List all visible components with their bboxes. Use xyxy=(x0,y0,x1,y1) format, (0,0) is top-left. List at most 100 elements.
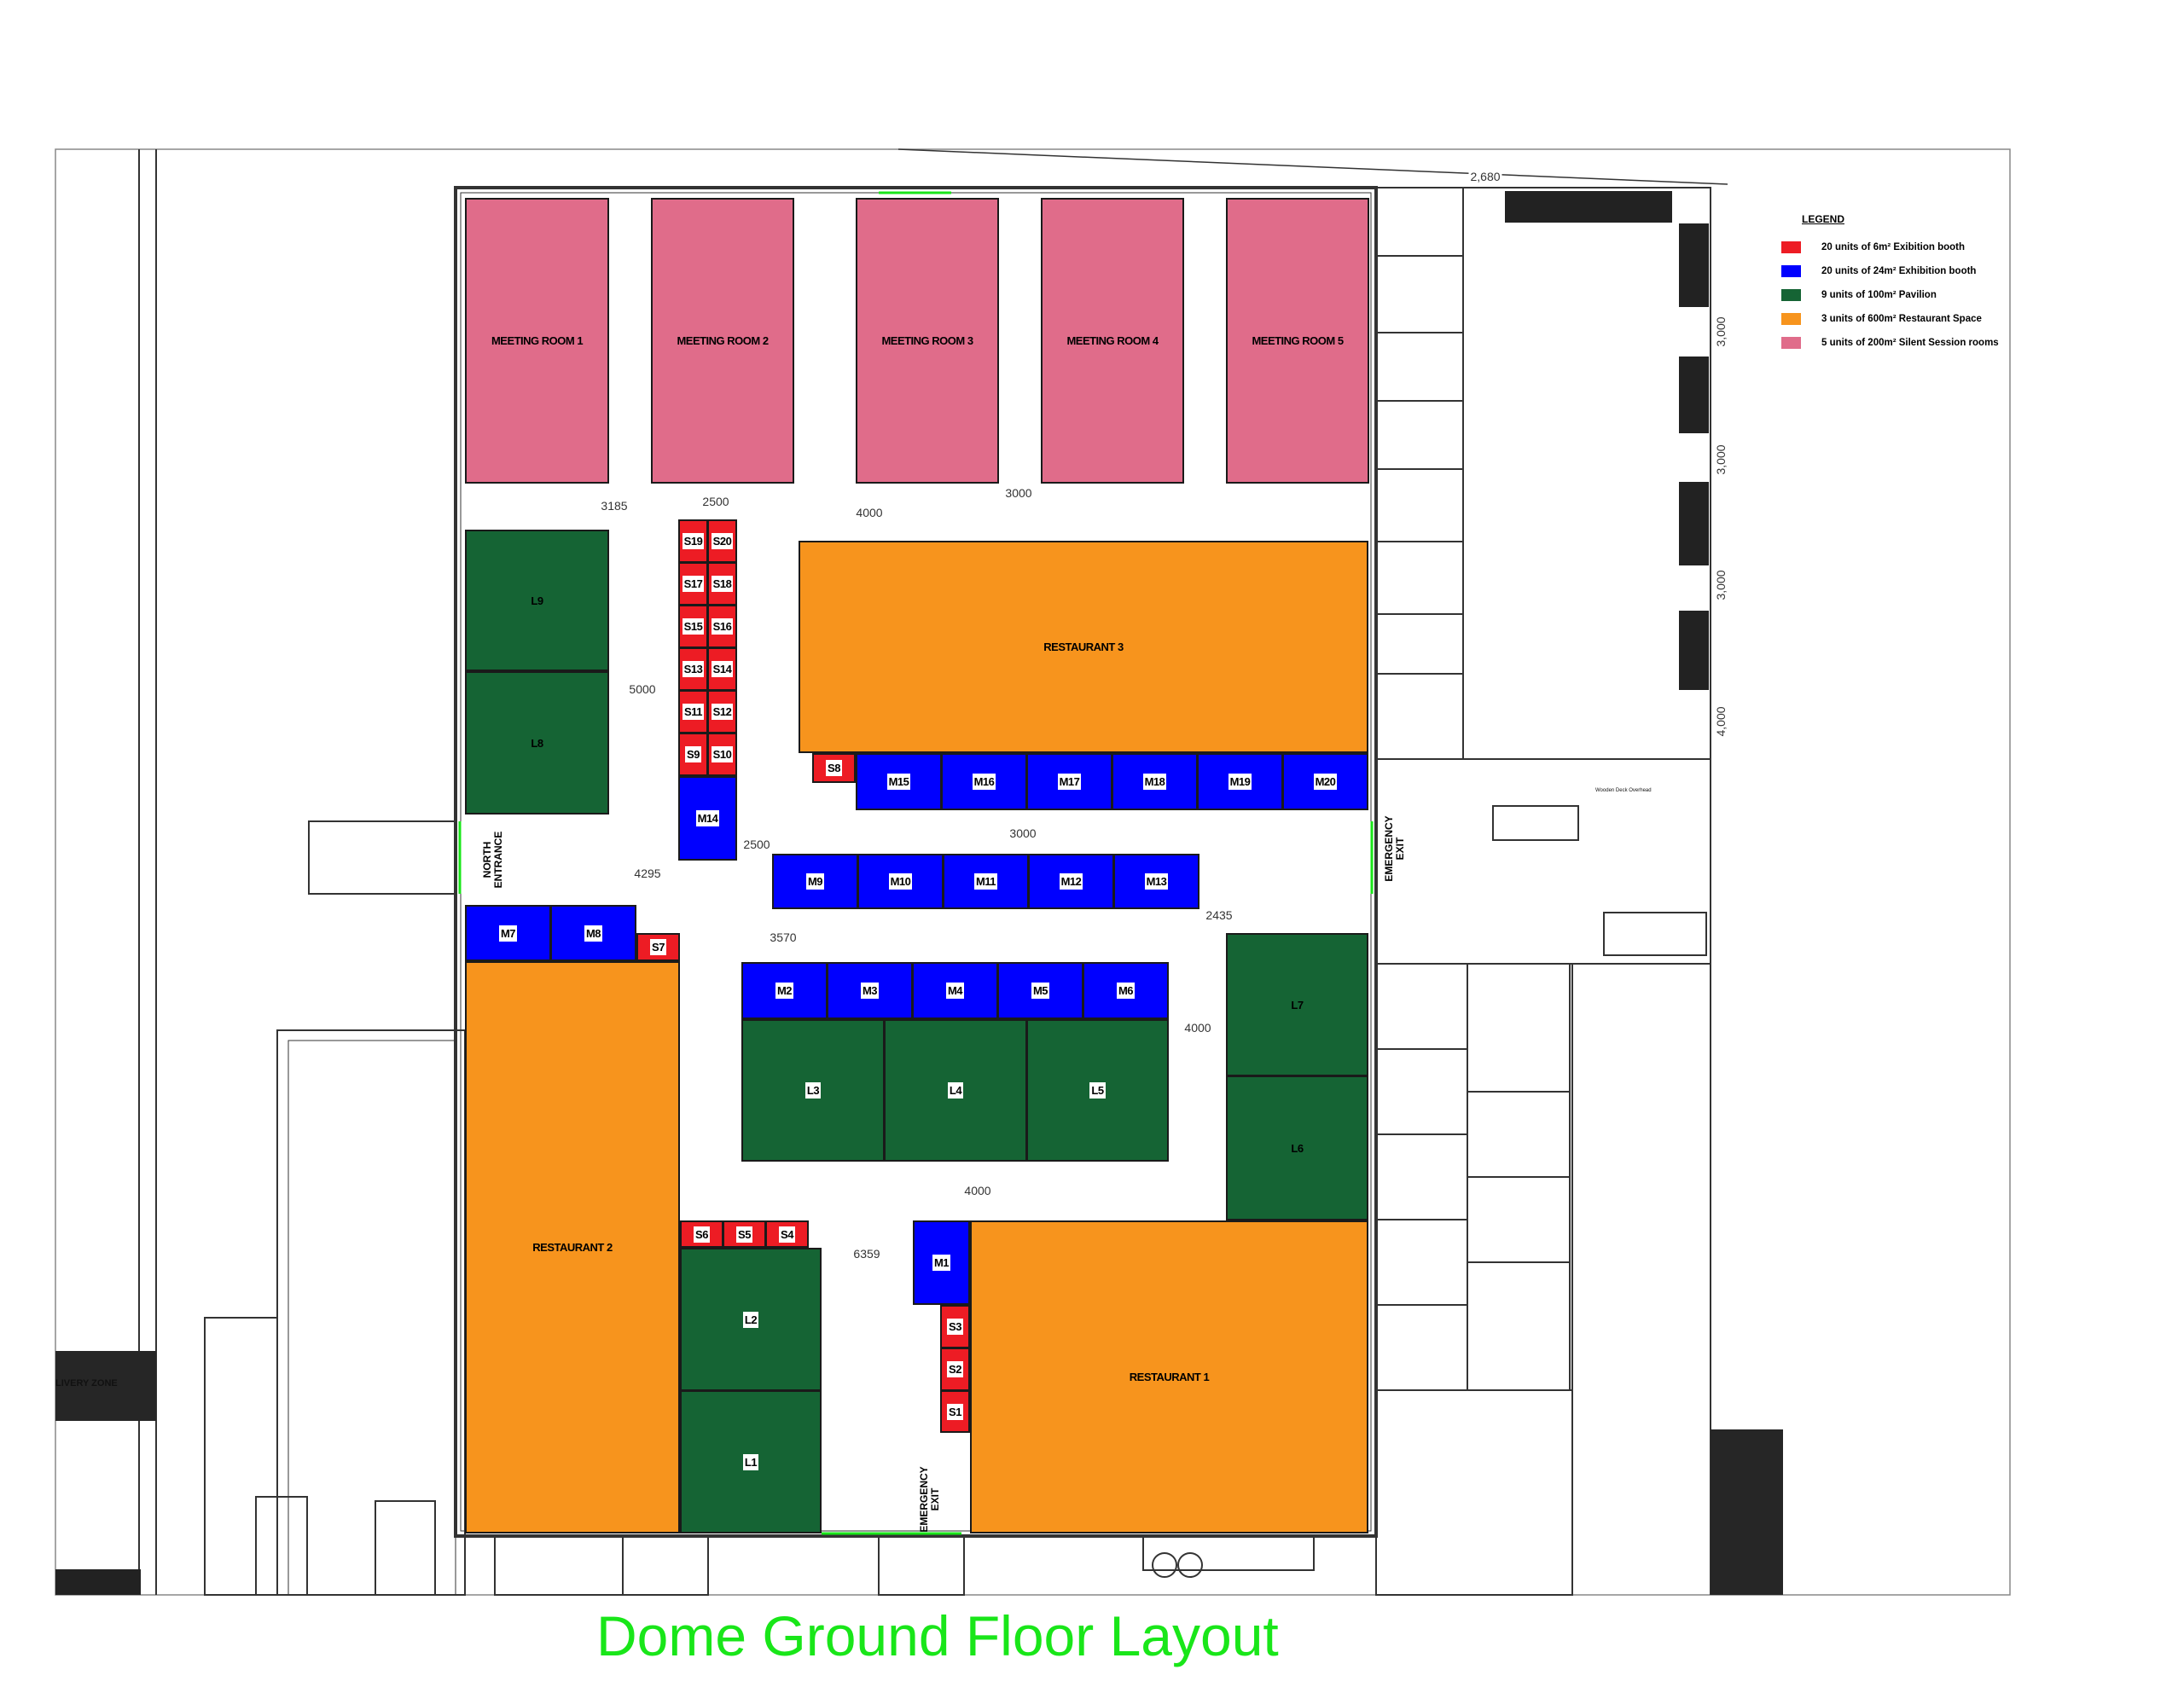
space-label: MEETING ROOM 5 xyxy=(1252,334,1344,347)
large-booth-m7[interactable]: M7 xyxy=(465,905,551,961)
space-label: M5 xyxy=(1031,983,1050,999)
restaurant-r3[interactable]: RESTAURANT 3 xyxy=(799,541,1368,753)
space-label: M17 xyxy=(1057,774,1082,790)
small-booth-s2[interactable]: S2 xyxy=(940,1348,970,1391)
restaurant-r1[interactable]: RESTAURANT 1 xyxy=(970,1220,1368,1533)
small-booth-s15[interactable]: S15 xyxy=(678,605,708,648)
space-label: M19 xyxy=(1228,774,1252,790)
dimension-label: 6359 xyxy=(851,1247,882,1261)
large-booth-m6[interactable]: M6 xyxy=(1083,962,1169,1019)
space-label: M4 xyxy=(945,983,965,999)
large-booth-m1[interactable]: M1 xyxy=(913,1220,970,1305)
small-booth-s10[interactable]: S10 xyxy=(707,733,737,776)
small-booth-s11[interactable]: S11 xyxy=(678,690,708,733)
small-booth-s12[interactable]: S12 xyxy=(707,690,737,733)
restaurant-r2[interactable]: RESTAURANT 2 xyxy=(465,961,680,1533)
dimension-label: 3000 xyxy=(1003,486,1034,500)
pavilion-l4[interactable]: L4 xyxy=(884,1019,1027,1162)
small-booth-s3[interactable]: S3 xyxy=(940,1305,970,1348)
small-booth-s18[interactable]: S18 xyxy=(707,562,737,606)
space-label: L3 xyxy=(804,1082,822,1099)
space-label: M8 xyxy=(584,925,603,942)
space-label: RESTAURANT 2 xyxy=(532,1241,613,1254)
dimension-label: 2,680 xyxy=(1468,170,1502,183)
space-label: S17 xyxy=(682,576,705,592)
large-booth-m14[interactable]: M14 xyxy=(678,776,737,861)
large-booth-m3[interactable]: M3 xyxy=(827,962,913,1019)
dimension-label: 3185 xyxy=(599,499,630,513)
dimension-label: 3,000 xyxy=(1714,316,1728,347)
small-booth-s5[interactable]: S5 xyxy=(723,1220,766,1248)
small-booth-s4[interactable]: S4 xyxy=(765,1220,809,1248)
space-label: M15 xyxy=(886,774,911,790)
small-booth-s8[interactable]: S8 xyxy=(812,753,856,783)
dimension-label: 4000 xyxy=(1182,1021,1213,1035)
space-label: L9 xyxy=(531,594,543,607)
space-label: RESTAURANT 1 xyxy=(1129,1371,1210,1383)
small-booth-s7[interactable]: S7 xyxy=(636,933,680,961)
large-booth-m4[interactable]: M4 xyxy=(912,962,998,1019)
meeting-mr3[interactable]: MEETING ROOM 3 xyxy=(856,198,999,484)
large-booth-m10[interactable]: M10 xyxy=(857,854,944,909)
meeting-mr1[interactable]: MEETING ROOM 1 xyxy=(465,198,609,484)
pavilion-l3[interactable]: L3 xyxy=(741,1019,885,1162)
space-label: L6 xyxy=(1291,1141,1304,1155)
space-label: S9 xyxy=(685,746,701,762)
legend-label: 3 units of 600m² Restaurant Space xyxy=(1821,314,1982,324)
large-booth-m17[interactable]: M17 xyxy=(1026,753,1112,810)
space-label: M16 xyxy=(972,774,996,790)
small-booth-s1[interactable]: S1 xyxy=(940,1390,970,1433)
small-booth-s13[interactable]: S13 xyxy=(678,647,708,691)
large-booth-m11[interactable]: M11 xyxy=(943,854,1029,909)
pavilion-l1[interactable]: L1 xyxy=(680,1390,822,1533)
small-booth-s16[interactable]: S16 xyxy=(707,605,737,648)
space-label: M12 xyxy=(1059,873,1083,890)
space-label: MEETING ROOM 1 xyxy=(491,334,584,347)
large-booth-m19[interactable]: M19 xyxy=(1197,753,1283,810)
pavilion-l6[interactable]: L6 xyxy=(1226,1075,1368,1220)
legend-label: 20 units of 24m² Exhibition booth xyxy=(1821,266,1977,276)
legend-item: 5 units of 200m² Silent Session rooms xyxy=(1781,331,1999,355)
large-booth-m9[interactable]: M9 xyxy=(772,854,858,909)
pavilion-l5[interactable]: L5 xyxy=(1026,1019,1169,1162)
livery-zone xyxy=(55,1351,156,1421)
large-booth-m2[interactable]: M2 xyxy=(741,962,828,1019)
space-label: S4 xyxy=(779,1226,795,1243)
small-booth-s17[interactable]: S17 xyxy=(678,562,708,606)
small-booth-s9[interactable]: S9 xyxy=(678,733,708,776)
large-booth-m12[interactable]: M12 xyxy=(1028,854,1114,909)
space-label: S10 xyxy=(711,746,734,762)
dimension-label: 4000 xyxy=(962,1184,993,1197)
meeting-mr4[interactable]: MEETING ROOM 4 xyxy=(1041,198,1184,484)
meeting-mr5[interactable]: MEETING ROOM 5 xyxy=(1226,198,1369,484)
space-label: S19 xyxy=(682,533,705,549)
space-label: S12 xyxy=(711,704,734,720)
space-label: MEETING ROOM 4 xyxy=(1066,334,1159,347)
east-emergency-exit-label: EMERGENCY EXIT xyxy=(1383,815,1406,882)
small-booth-s6[interactable]: S6 xyxy=(680,1220,723,1248)
pavilion-l7[interactable]: L7 xyxy=(1226,933,1368,1076)
space-label: S6 xyxy=(694,1226,710,1243)
large-booth-m13[interactable]: M13 xyxy=(1113,854,1199,909)
large-booth-m16[interactable]: M16 xyxy=(941,753,1027,810)
pavilion-l8[interactable]: L8 xyxy=(465,671,609,815)
small-booth-s19[interactable]: S19 xyxy=(678,519,708,563)
pavilion-l2[interactable]: L2 xyxy=(680,1248,822,1391)
small-booth-s20[interactable]: S20 xyxy=(707,519,737,563)
large-booth-m15[interactable]: M15 xyxy=(856,753,942,810)
legend-label: 20 units of 6m² Exibition booth xyxy=(1821,242,1966,252)
large-booth-m18[interactable]: M18 xyxy=(1112,753,1198,810)
space-label: L4 xyxy=(947,1082,964,1099)
large-booth-m20[interactable]: M20 xyxy=(1282,753,1368,810)
large-booth-m5[interactable]: M5 xyxy=(997,962,1083,1019)
pavilion-l9[interactable]: L9 xyxy=(465,530,609,671)
small-booth-s14[interactable]: S14 xyxy=(707,647,737,691)
meeting-mr2[interactable]: MEETING ROOM 2 xyxy=(651,198,794,484)
south-emergency-exit-label: EMERGENCY EXIT xyxy=(918,1466,941,1533)
dimension-label: 3,000 xyxy=(1714,570,1728,600)
space-label: S14 xyxy=(711,661,734,677)
space-label: M2 xyxy=(775,983,794,999)
space-label: L1 xyxy=(742,1453,759,1470)
large-booth-m8[interactable]: M8 xyxy=(550,905,636,961)
